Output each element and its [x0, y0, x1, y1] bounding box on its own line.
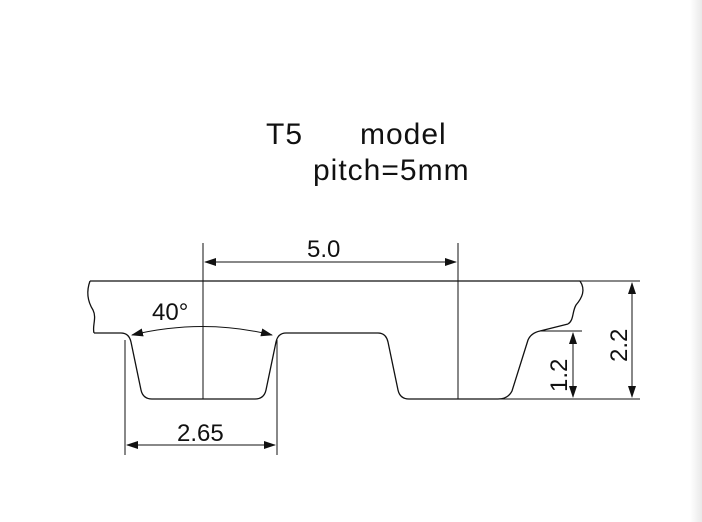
angle-arc-arrow — [131, 326, 273, 337]
tooth-width-label: 2.65 — [177, 420, 224, 447]
belt-height-label: 2.2 — [606, 329, 633, 362]
extension-lines — [124, 243, 640, 455]
model-code: T5 — [266, 118, 304, 151]
belt-tooth-profile — [94, 323, 569, 400]
pitch-dimension-label: 5.0 — [307, 236, 340, 263]
pitch-label: pitch=5mm — [313, 154, 470, 187]
page-edge-shadow — [690, 0, 702, 522]
belt-left-break — [87, 280, 96, 334]
dimension-arrows — [126, 258, 636, 449]
tooth-height-label: 1.2 — [546, 359, 573, 392]
tooth-angle-label: 40° — [152, 299, 188, 326]
belt-outline — [87, 280, 584, 400]
model-label: model — [360, 118, 447, 151]
belt-right-break — [567, 280, 584, 325]
